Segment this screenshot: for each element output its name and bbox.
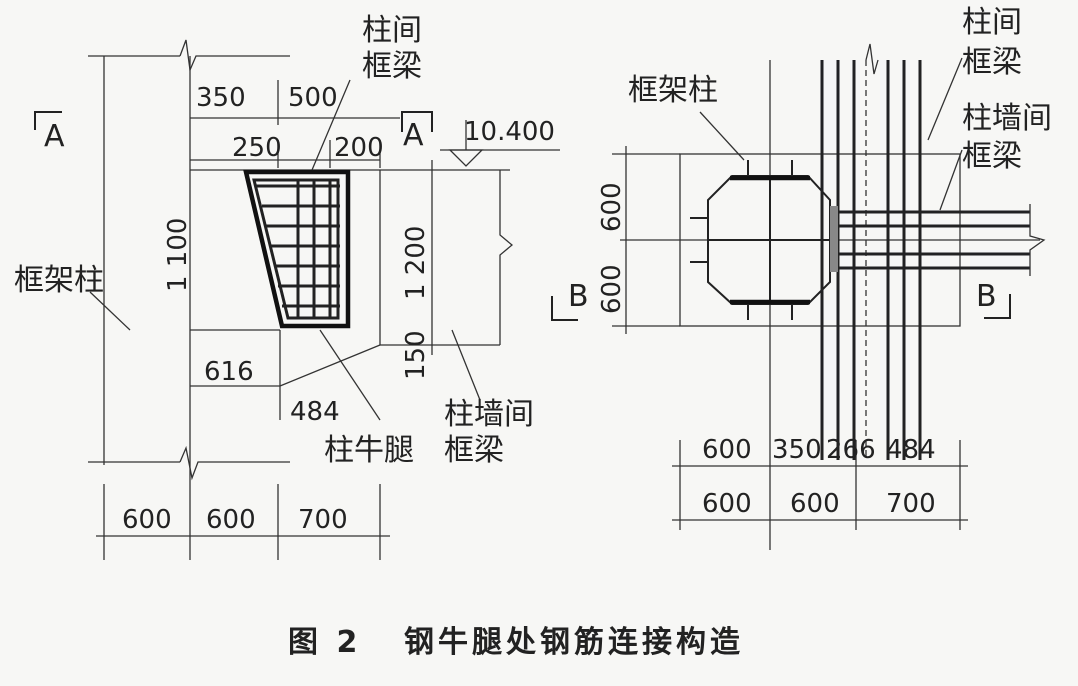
- dim-bottom-600b: 600: [790, 489, 840, 519]
- top-break-line: [179, 39, 290, 73]
- label-inter-column-beam-right-1: 柱间: [962, 5, 1022, 40]
- section-marker-left-a-label: A: [44, 119, 65, 154]
- dim-top-600: 600: [702, 435, 752, 465]
- left-elevation-view: A 350 500 250 200 A 10.400: [14, 13, 560, 560]
- shear-studs: [690, 160, 793, 320]
- dim-bottom-700: 700: [298, 505, 348, 535]
- dim-bottom-600b: 600: [206, 505, 256, 535]
- dim-bottom-600a: 600: [122, 505, 172, 535]
- label-inter-column-beam-2: 框梁: [362, 49, 422, 84]
- label-frame-column-right: 框架柱: [628, 73, 718, 108]
- beam-break-line: [499, 170, 514, 345]
- dim-vert-600a: 600: [597, 182, 627, 232]
- label-frame-column: 框架柱: [14, 263, 104, 298]
- label-wall-beam-2: 框梁: [444, 433, 504, 468]
- section-marker-left-b: B: [568, 279, 589, 314]
- label-wall-beam-1: 柱墙间: [444, 397, 534, 432]
- dim-350: 350: [196, 83, 246, 113]
- dim-150: 150: [401, 330, 431, 380]
- steel-corbel: [243, 169, 351, 329]
- label-inter-column-beam-right-2: 框梁: [962, 45, 1022, 80]
- dim-vert-600b: 600: [597, 264, 627, 314]
- section-marker-right-a: A: [403, 118, 424, 153]
- section-marker-right-b: B: [976, 279, 997, 314]
- label-wall-beam-right-2: 框梁: [962, 139, 1022, 174]
- dim-500: 500: [288, 83, 338, 113]
- dim-484: 484: [290, 397, 340, 427]
- dim-616: 616: [204, 357, 254, 387]
- dim-250: 250: [232, 133, 282, 163]
- section-marker-left-a: [34, 111, 62, 130]
- dim-bottom-600a: 600: [702, 489, 752, 519]
- horizontal-beam-rebars: [834, 210, 1030, 270]
- label-corbel: 柱牛腿: [324, 433, 414, 468]
- elevation-triangle-icon: [448, 149, 484, 167]
- figure-title: 钢牛腿处钢筋连接构造: [404, 625, 744, 660]
- dim-200: 200: [334, 133, 384, 163]
- dim-top-266: 266: [826, 435, 876, 465]
- bottom-break-line: [179, 445, 290, 481]
- corbel-rebar-cage: [252, 178, 340, 320]
- dim-top-350: 350: [772, 435, 822, 465]
- right-plan-view: 600 600 B B 600 350 266 484 600 600 700 …: [551, 5, 1052, 550]
- dim-top-484: 484: [886, 435, 936, 465]
- dim-bottom-700: 700: [886, 489, 936, 519]
- dim-1200: 1 200: [401, 226, 431, 300]
- dim-1100: 1 100: [163, 218, 193, 292]
- elevation-value: 10.400: [464, 117, 555, 147]
- label-inter-column-beam-1: 柱间: [362, 13, 422, 48]
- figure-number: 图 2: [288, 625, 361, 660]
- label-wall-beam-right-1: 柱墙间: [962, 101, 1052, 136]
